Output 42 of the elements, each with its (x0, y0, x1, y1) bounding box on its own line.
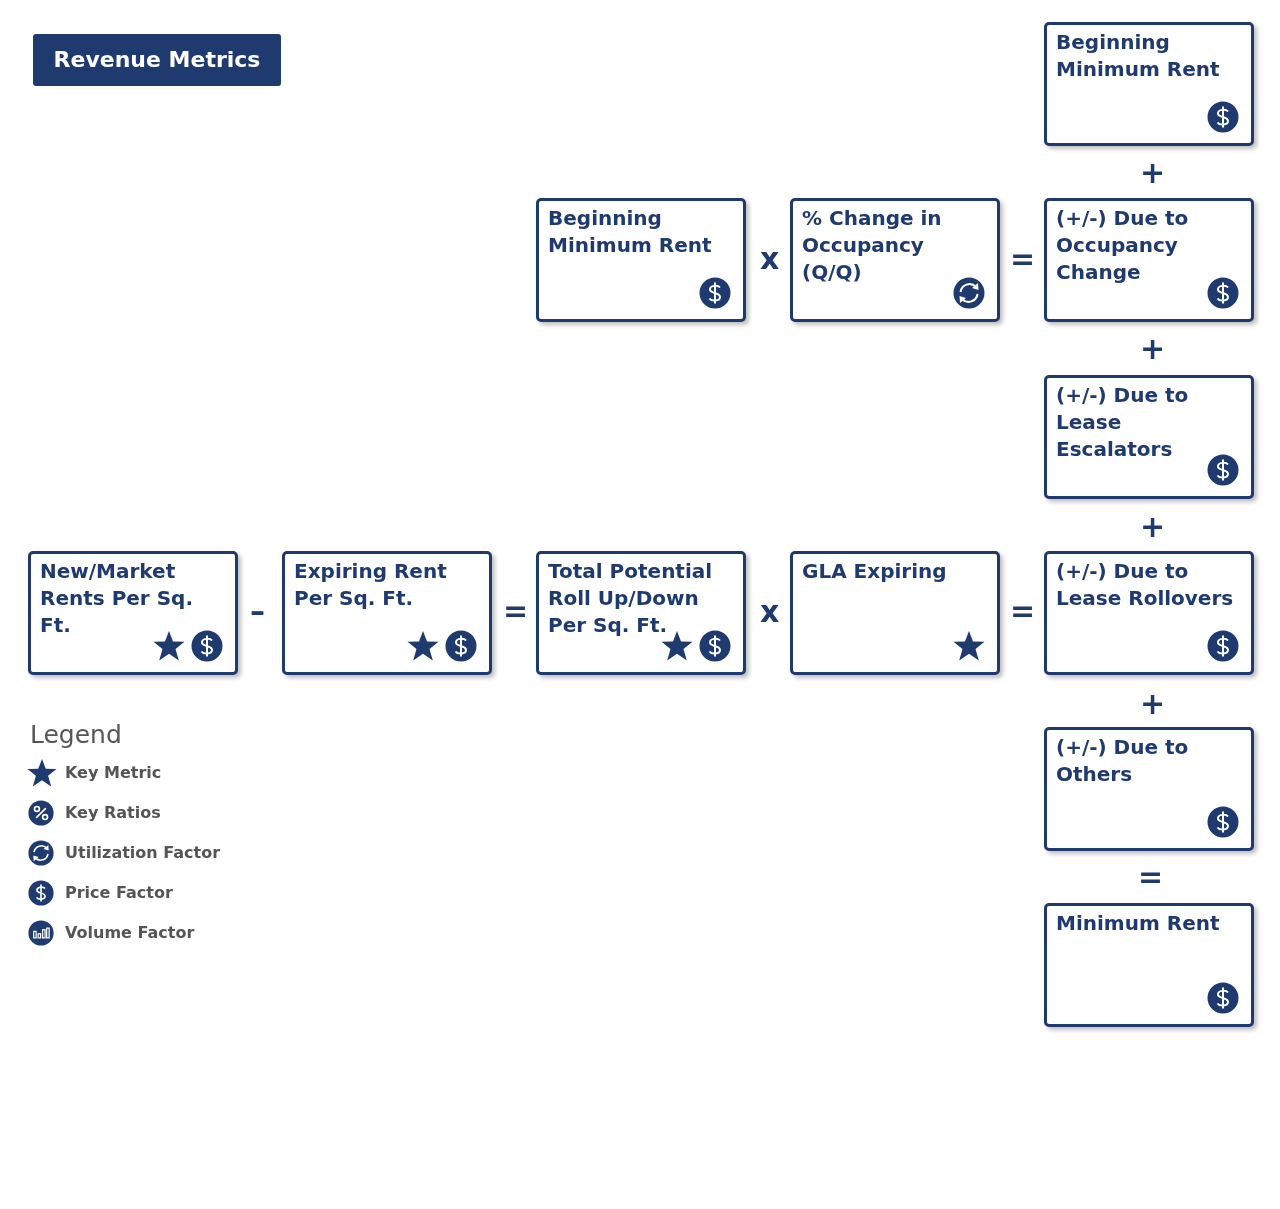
operator-sign: + (1140, 334, 1166, 364)
operator-sign: = (1010, 244, 1036, 274)
metric-box (1044, 727, 1254, 851)
legend-label: Price Factor (65, 883, 173, 902)
operator-sign: = (503, 596, 529, 626)
operator-sign: – (250, 596, 265, 626)
metric-box (790, 551, 1000, 675)
metric-label: (+/-) Due to Lease Escalators (1056, 382, 1190, 463)
operator-sign: + (1140, 158, 1166, 188)
legend-label: Volume Factor (65, 923, 195, 942)
metric-box (282, 551, 492, 675)
metric-box (536, 551, 746, 675)
legend-label: Utilization Factor (65, 843, 221, 862)
metric-label: GLA Expiring (802, 558, 948, 585)
metric-box (536, 198, 746, 322)
metric-label: Expiring Rent Per Sq. Ft. (294, 558, 448, 612)
metric-box (790, 198, 1000, 322)
operator-sign: = (1010, 596, 1036, 626)
metric-label: % Change in Occupancy (Q/Q) (802, 205, 943, 286)
metric-label: Beginning Minimum Rent (548, 205, 713, 259)
metric-label: (+/-) Due to Lease Rollovers (1056, 558, 1235, 612)
metric-label: (+/-) Due to Occupancy Change (1056, 205, 1190, 286)
metric-box (1044, 903, 1254, 1027)
metric-box (1044, 22, 1254, 146)
metric-label: Beginning Minimum Rent (1056, 29, 1221, 83)
operator-sign: = (1138, 862, 1164, 892)
metric-box (1044, 375, 1254, 499)
legend-heading: Legend (30, 720, 122, 749)
metric-box (28, 551, 238, 675)
metric-label: (+/-) Due to Others (1056, 734, 1190, 788)
metric-label: New/Market Rents Per Sq. Ft. (40, 558, 194, 639)
legend-label: Key Metric (65, 763, 162, 782)
metric-box (1044, 198, 1254, 322)
operator-sign: x (760, 244, 780, 274)
operator-sign: + (1140, 512, 1166, 542)
legend-label: Key Ratios (65, 803, 161, 822)
metric-label: Total Potential Roll Up/Down Per Sq. Ft. (548, 558, 714, 639)
title-banner: Revenue Metrics (33, 34, 281, 86)
metric-label: Minimum Rent (1056, 910, 1221, 937)
operator-sign: + (1140, 689, 1166, 719)
metric-box (1044, 551, 1254, 675)
operator-sign: x (760, 597, 780, 627)
